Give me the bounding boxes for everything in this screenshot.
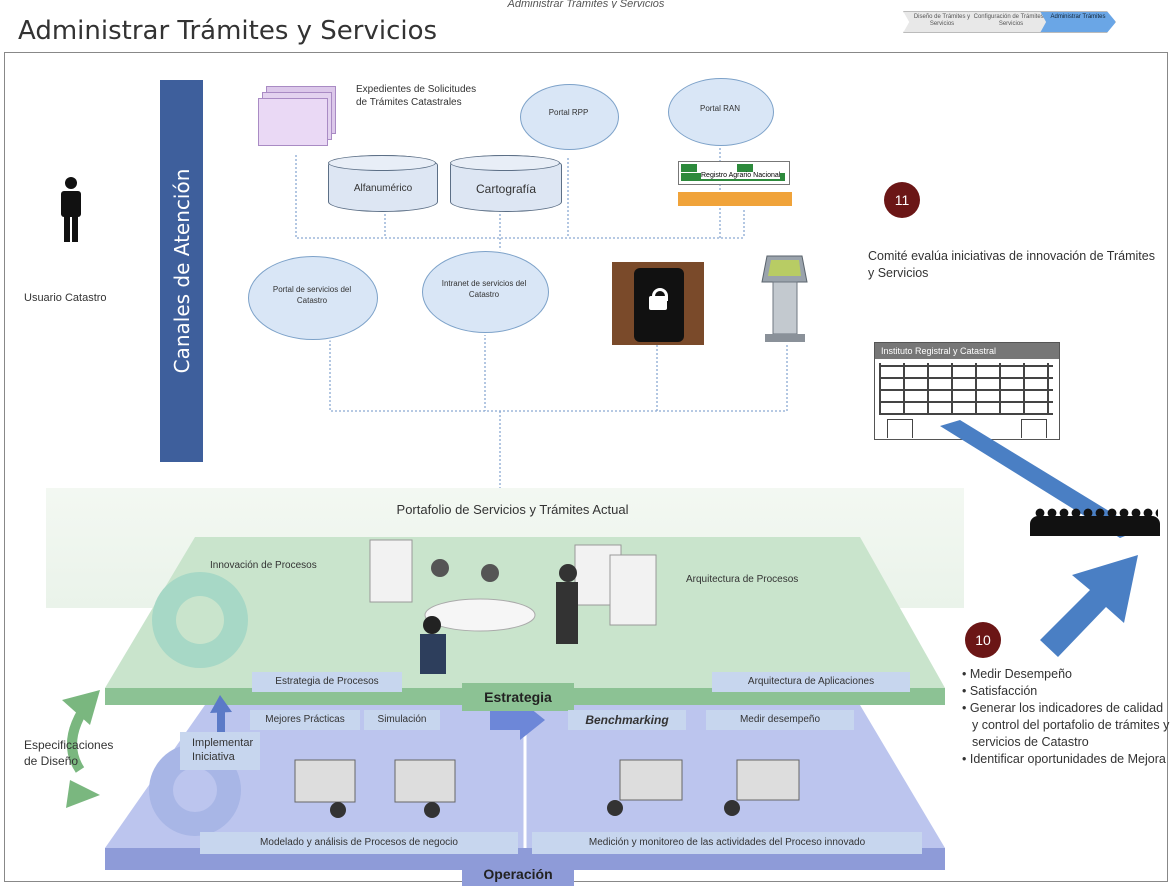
bullet-item: • Medir Desempeño bbox=[962, 667, 1072, 681]
portfolio-label: Portafolio de Servicios y Trámites Actua… bbox=[396, 502, 629, 517]
badge-10: 10 bbox=[965, 622, 1001, 658]
audience-icon bbox=[1030, 502, 1162, 536]
medir-desempeno-box: Medir desempeño bbox=[706, 710, 854, 730]
expedientes-doc-icon bbox=[258, 98, 328, 146]
cartografia-label: Cartografía bbox=[475, 182, 537, 196]
modelado-box: Modelado y análisis de Procesos de negoc… bbox=[200, 832, 518, 854]
benchmarking-box: Benchmarking bbox=[568, 710, 686, 730]
operacion-label: Operación bbox=[462, 862, 574, 886]
badge-11: 11 bbox=[884, 182, 920, 218]
expedientes-label: Expedientes de Solicitudes de Trámites C… bbox=[356, 84, 477, 108]
portal-servicios-label: Portal de servicios del Catastro bbox=[272, 285, 352, 305]
step-configuracion-label: Configuración de Trámites y Servicios bbox=[973, 14, 1049, 27]
mejores-practicas-box: Mejores Prácticas bbox=[250, 710, 360, 730]
alfanumerico-top bbox=[328, 155, 436, 171]
innovacion-label: Innovación de Procesos bbox=[210, 560, 317, 571]
kiosk-icon bbox=[761, 255, 808, 342]
portal-rpp-cloud bbox=[520, 84, 619, 150]
especificaciones-label: Especificaciones de Diseño bbox=[24, 738, 114, 768]
estrategia-label: Estrategia bbox=[462, 683, 574, 711]
intranet-label: Intranet de servicios del Catastro bbox=[441, 279, 527, 299]
cartografia-top bbox=[450, 155, 560, 171]
comite-text: Comité evalúa iniciativas de innovación … bbox=[868, 249, 1155, 280]
ran-logo-text: Registro Agrario Nacional bbox=[701, 172, 781, 179]
portal-rpp-label: Portal RPP bbox=[548, 108, 589, 117]
bullet-item: • Generar los indicadores de calidad y c… bbox=[962, 701, 1170, 749]
user-label: Usuario Catastro bbox=[24, 292, 107, 304]
implementar-box: Implementar Iniciativa bbox=[180, 732, 260, 770]
up-right-arrow-icon bbox=[1040, 555, 1138, 657]
medicion-box: Medición y monitoreo de las actividades … bbox=[532, 832, 922, 854]
arquitectura-procesos-label: Arquitectura de Procesos bbox=[686, 574, 799, 585]
arquitectura-aplicaciones-box: Arquitectura de Aplicaciones bbox=[712, 672, 910, 692]
building-icon: Instituto Registral y Catastral bbox=[874, 342, 1060, 440]
page-title: Administrar Trámites y Servicios bbox=[18, 16, 438, 46]
top-strip-text: Administrar Trámites y Servicios bbox=[507, 0, 665, 8]
user-icon bbox=[61, 177, 81, 242]
bullet-item: • Identificar oportunidades de Mejora bbox=[962, 752, 1166, 766]
diagram-frame bbox=[4, 52, 1168, 882]
ran-orange-bar bbox=[678, 192, 792, 206]
canales-de-atencion-bar: Canales de Atención bbox=[160, 80, 203, 462]
estrategia-procesos-box: Estrategia de Procesos bbox=[252, 672, 402, 692]
step-diseno-label: Diseño de Trámites y Servicios bbox=[913, 14, 971, 27]
bullet-item: • Satisfacción bbox=[962, 684, 1038, 698]
portal-servicios-cloud bbox=[248, 256, 378, 340]
portal-ran-label: Portal RAN bbox=[699, 104, 740, 113]
simulacion-box: Simulación bbox=[364, 710, 440, 730]
step-administrar-label: Administrar Trámites bbox=[1050, 14, 1106, 20]
phone-photo bbox=[612, 262, 704, 345]
building-label: Instituto Registral y Catastral bbox=[881, 346, 997, 356]
intranet-cloud bbox=[422, 251, 549, 333]
ran-logo: Registro Agrario Nacional bbox=[678, 161, 790, 185]
alfanumerico-label: Alfanumérico bbox=[353, 183, 413, 194]
portal-ran-cloud bbox=[668, 78, 774, 146]
bullets-list: • Medir Desempeño • Satisfacción • Gener… bbox=[960, 666, 1170, 768]
